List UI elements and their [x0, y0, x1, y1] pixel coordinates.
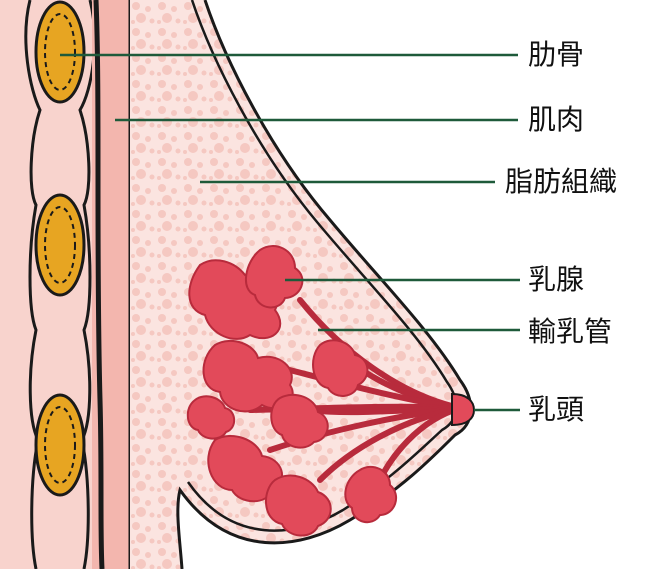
label-rib: 肋骨: [528, 41, 584, 69]
label-fat-tissue: 脂肪組織: [505, 168, 617, 196]
label-milk-duct: 輸乳管: [528, 318, 612, 346]
rib-group: [36, 2, 84, 495]
label-nipple: 乳頭: [528, 396, 584, 424]
label-muscle: 肌肉: [528, 106, 584, 134]
label-mammary-gland: 乳腺: [528, 266, 584, 294]
